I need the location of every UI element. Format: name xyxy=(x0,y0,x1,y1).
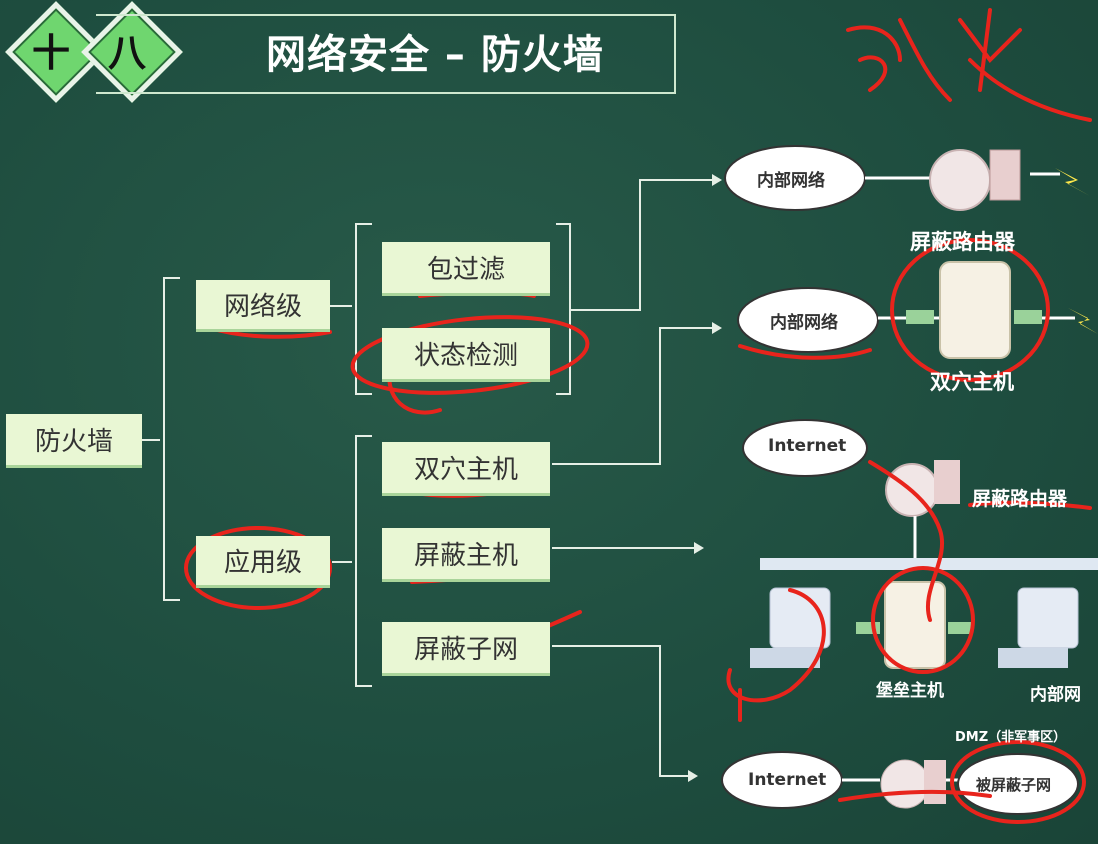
node-dual-homed-host: 双穴主机 xyxy=(382,442,550,496)
circle-application-level xyxy=(184,526,332,610)
d4-subnet-label: 被屏蔽子网 xyxy=(976,776,1052,794)
d3-workstation-right-icon xyxy=(998,587,1079,668)
root-bracket xyxy=(163,277,180,601)
underline-d3-router xyxy=(968,500,1092,510)
arrowhead-d2 xyxy=(712,322,722,334)
d3-cloud-shape xyxy=(742,419,868,477)
underline-d4 xyxy=(838,789,992,802)
arrow-to-d1 xyxy=(570,179,712,311)
d3-router-label: 屏蔽路由器 xyxy=(972,488,1068,510)
root-node-firewall: 防火墙 xyxy=(6,414,142,468)
node-screened-subnet: 屏蔽子网 xyxy=(382,622,550,676)
d2-device-label: 双穴主机 xyxy=(930,370,1014,394)
d3-trace xyxy=(868,460,944,622)
d1-lightning-icon xyxy=(1055,168,1090,196)
d3-cloud-label: Internet xyxy=(768,436,847,456)
d3-inner-label: 内部网 xyxy=(1030,685,1081,705)
circle-dual-homed-host xyxy=(890,238,1050,382)
d4-subnet-cloud xyxy=(957,753,1079,815)
d3-backbone xyxy=(760,558,1098,570)
d1-cloud-label: 内部网络 xyxy=(757,171,825,191)
node-application-level: 应用级 xyxy=(196,536,330,588)
d4-dmz-label: DMZ（非军事区） xyxy=(955,730,1067,745)
node-stateful-inspection: 状态检测 xyxy=(382,328,550,382)
badge-left-label: 十 xyxy=(31,30,70,75)
badge-right-label: 八 xyxy=(107,30,146,75)
handwritten-signature xyxy=(846,8,1092,122)
red-annotations xyxy=(184,8,1092,824)
d2-cloud-shape xyxy=(737,287,879,353)
circle-screened-subnet xyxy=(950,740,1086,824)
node-screened-host: 屏蔽主机 xyxy=(382,528,550,582)
d3-left-scribble xyxy=(726,588,826,722)
page-title: 网络安全 – 防火墙 xyxy=(266,32,604,78)
arrowhead-d3 xyxy=(694,542,704,554)
app-bracket xyxy=(355,435,372,687)
d3-host-label: 堡垒主机 xyxy=(876,681,944,701)
circle-bastion-host xyxy=(871,566,975,674)
arrowhead-d1 xyxy=(712,174,722,186)
d2-server-icon xyxy=(906,261,1042,359)
d3-router-icon xyxy=(885,460,960,517)
title-frame xyxy=(96,14,676,94)
d2-lightning-icon xyxy=(1068,308,1098,334)
arrowhead-d4 xyxy=(688,770,698,782)
d4-cloud-label: Internet xyxy=(748,770,827,790)
node-network-level: 网络级 xyxy=(196,280,330,332)
d1-router-icon xyxy=(929,149,1021,211)
arrow-to-d4 xyxy=(552,645,688,777)
node-packet-filter: 包过滤 xyxy=(382,242,550,296)
d2-cloud-label: 内部网络 xyxy=(770,313,838,333)
underline-d2-cloud xyxy=(738,344,872,360)
network-bracket-left xyxy=(355,223,372,395)
d1-device-label: 屏蔽路由器 xyxy=(910,230,1015,254)
arrow-to-d2 xyxy=(552,327,712,465)
d4-router-icon xyxy=(880,759,946,809)
circle-stateful-inspection xyxy=(350,315,590,395)
